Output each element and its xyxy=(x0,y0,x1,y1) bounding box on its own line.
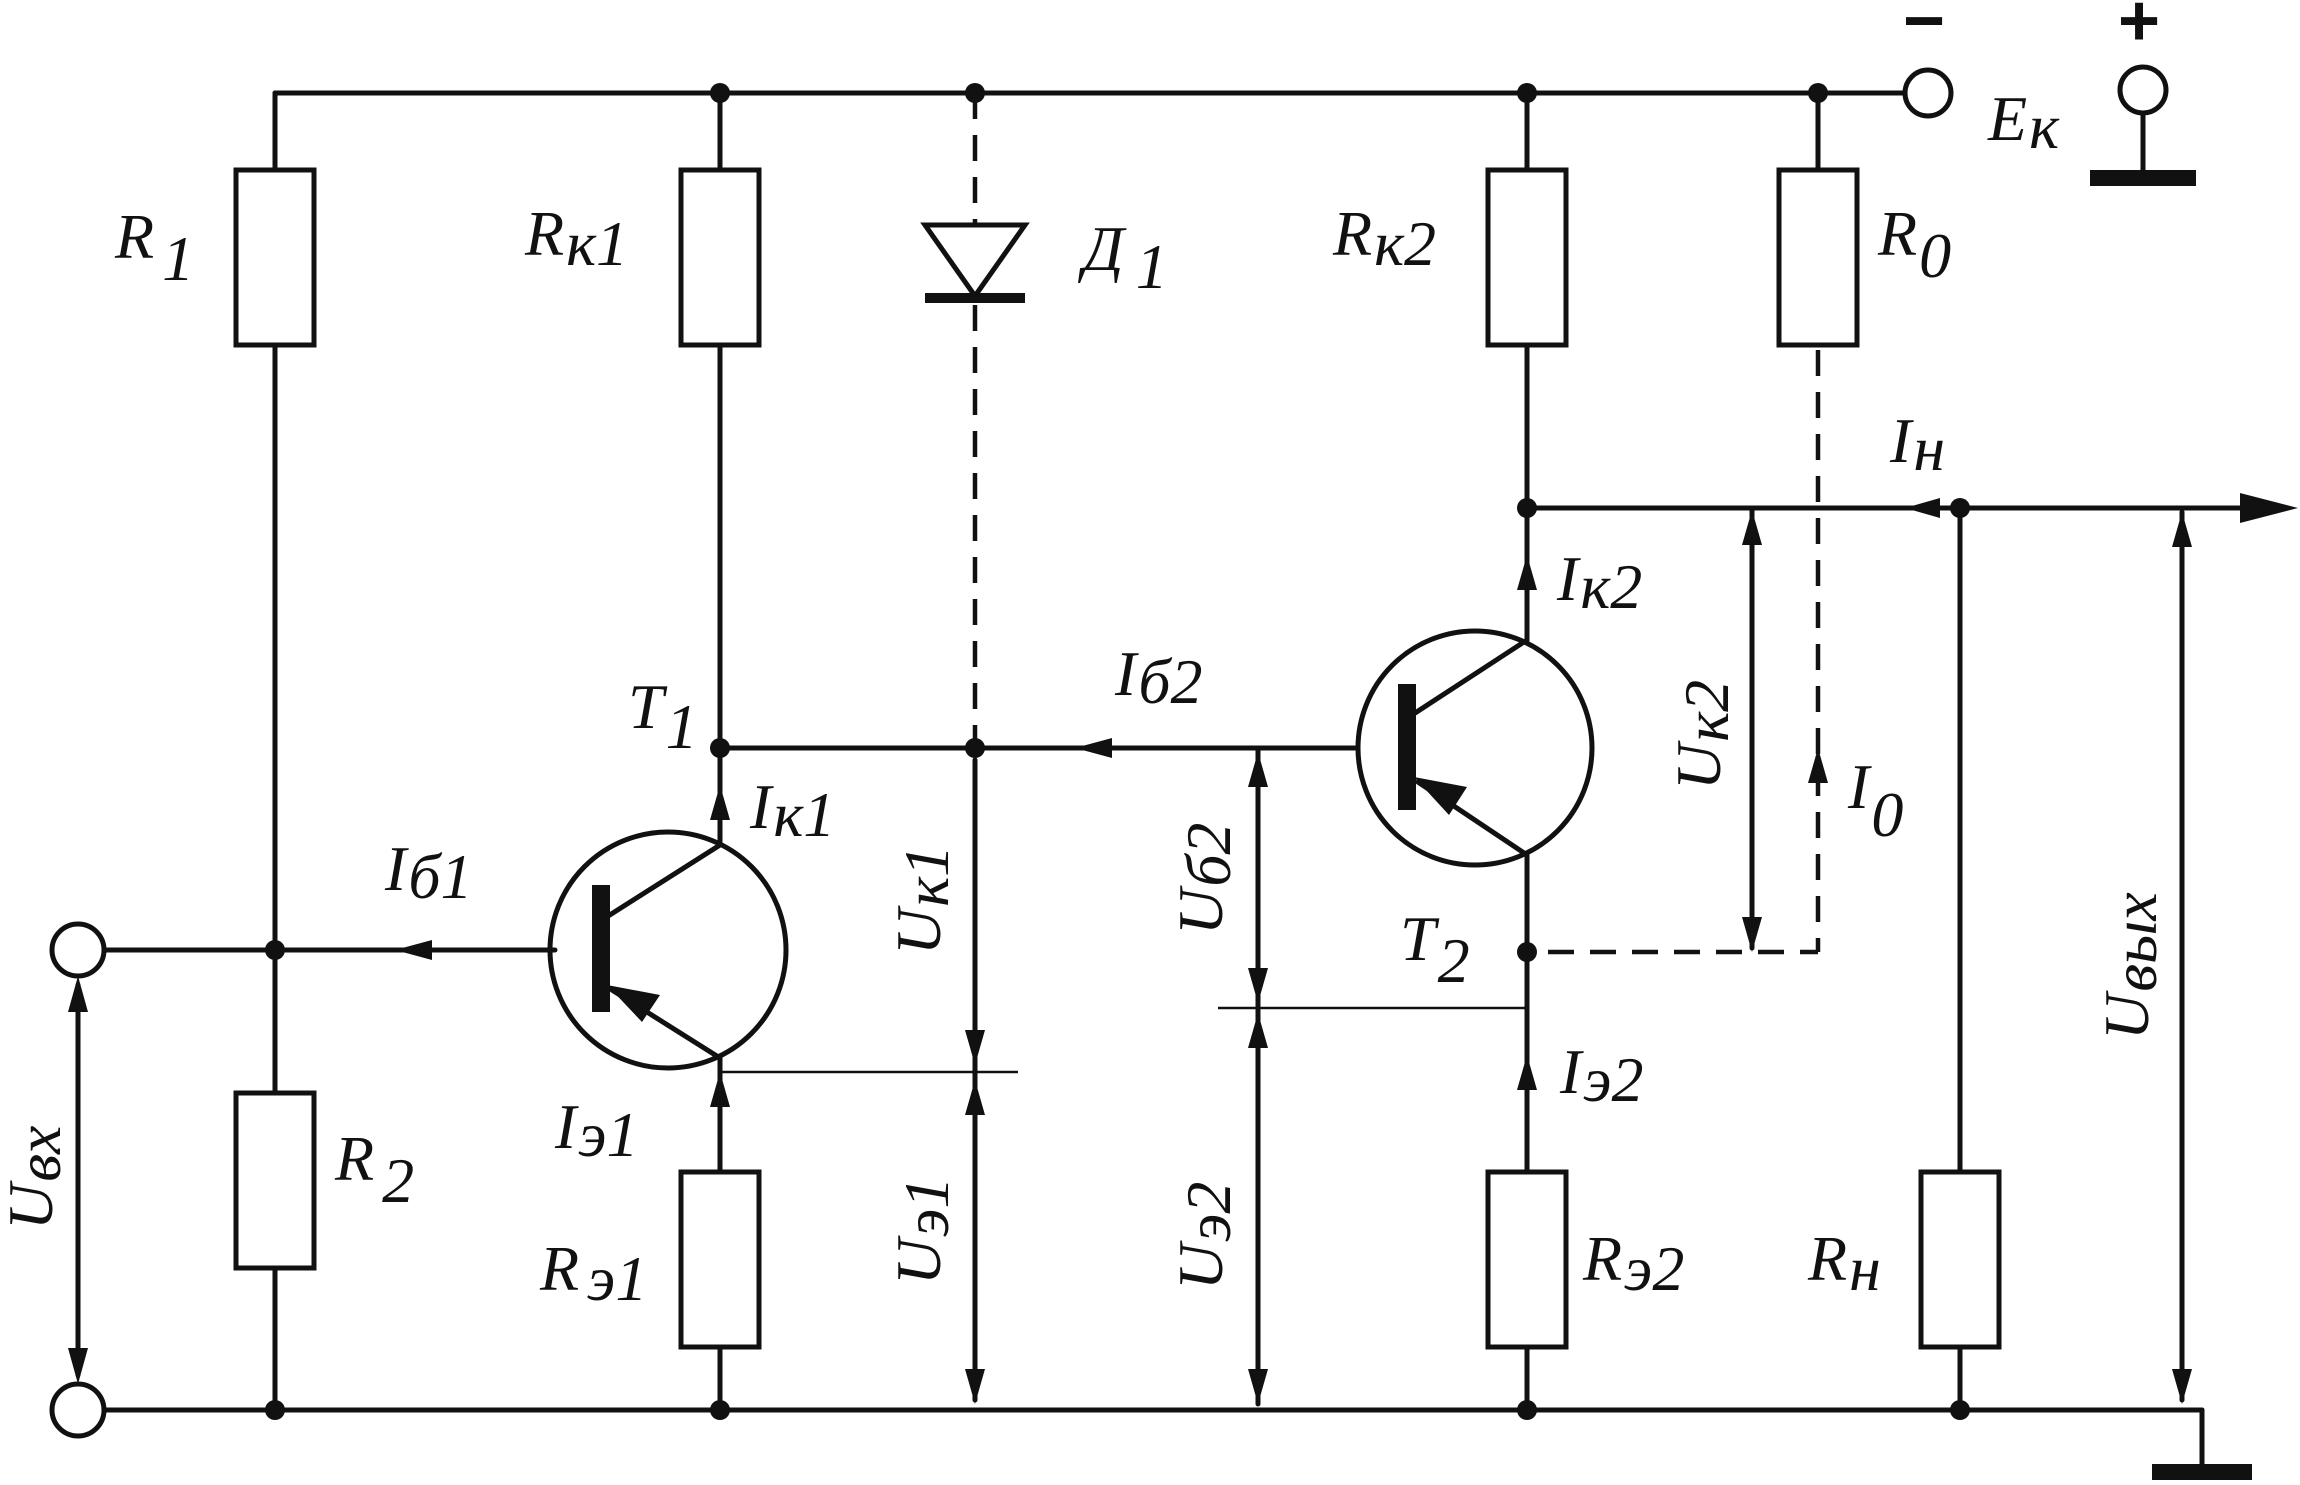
label-ue1: Uэ1 xyxy=(883,1177,962,1285)
label-ib1: Iб1 xyxy=(384,833,473,912)
resistor-re2 xyxy=(1485,1169,1569,1350)
bottom-rail xyxy=(102,1407,2252,1480)
label-uk2: Uк2 xyxy=(1663,680,1742,790)
resistor-r1 xyxy=(233,167,317,348)
input-branch xyxy=(49,921,558,1439)
label-ek: Eк xyxy=(1987,83,2060,162)
ik2-arrow xyxy=(1517,555,1537,590)
resistor-rn xyxy=(1918,1169,2002,1350)
label-t2: T2 xyxy=(1400,903,1470,996)
minus-sign: − xyxy=(1903,0,1945,61)
label-re2: Rэ2 xyxy=(1582,1223,1684,1304)
plus-sign: + xyxy=(2118,0,2160,61)
t1-stage xyxy=(547,90,1358,1413)
transistor-t1 xyxy=(547,829,789,1071)
uk2-measure xyxy=(1742,507,1762,952)
transistor-t2 xyxy=(1355,628,1595,868)
junctions xyxy=(265,83,1970,1420)
t2-emitter-arrow xyxy=(1414,777,1467,815)
r0-branch xyxy=(1548,90,1860,955)
label-ib2: Iб2 xyxy=(1114,638,1203,717)
label-uvx: Uвх xyxy=(0,1126,74,1230)
divider-branch xyxy=(233,90,317,1413)
ub2-ue2-measure xyxy=(1218,745,1527,1407)
uk1-ue1-measure xyxy=(965,757,985,1404)
ib1-arrow xyxy=(395,940,432,960)
label-t1: T1 xyxy=(628,671,698,762)
i0-arrow xyxy=(1808,748,1828,783)
label-ik2: Iк2 xyxy=(1556,543,1642,622)
t2-stage xyxy=(1355,90,1595,1413)
output-arrow xyxy=(2240,493,2298,523)
label-rn: Rн xyxy=(1807,1223,1881,1304)
uvx-arrow-down xyxy=(68,1348,88,1384)
supply-terminal-plus xyxy=(2090,64,2196,186)
output-branch xyxy=(1524,493,2298,1413)
ik1-arrow xyxy=(710,785,730,820)
resistor-rk2 xyxy=(1485,167,1569,348)
label-ik1: Iк1 xyxy=(749,771,835,850)
ie1-arrow xyxy=(710,1072,730,1107)
diode-d1 xyxy=(920,222,1030,301)
uvx-arrow-up xyxy=(68,976,88,1012)
label-rk1: Rк1 xyxy=(524,198,628,279)
in-arrow xyxy=(1905,498,1940,518)
label-ub2: Uб2 xyxy=(1165,823,1244,935)
diode-branch xyxy=(920,93,1030,748)
resistor-r0 xyxy=(1776,167,1860,348)
label-uk1: Uк1 xyxy=(883,845,962,955)
label-ie1: Iэ1 xyxy=(554,1091,639,1170)
resistor-r2 xyxy=(233,1090,317,1271)
ib2-arrow xyxy=(1075,738,1112,758)
input-terminal-top xyxy=(49,921,107,979)
label-rk2: Rк2 xyxy=(1332,198,1436,279)
resistor-rk1 xyxy=(678,167,762,348)
label-in: Iн xyxy=(1889,405,1945,484)
label-uvyx: Uвых xyxy=(2091,892,2170,1040)
label-r0: R0 xyxy=(1877,198,1951,291)
supply-terminal-minus xyxy=(1902,67,1954,119)
label-i0: I0 xyxy=(1847,751,1903,850)
ie2-arrow xyxy=(1517,1055,1537,1090)
label-ie2: Iэ2 xyxy=(1559,1036,1644,1115)
t1-emitter-arrow xyxy=(607,985,660,1022)
input-terminal-bottom xyxy=(49,1381,107,1439)
label-ue2: Uэ2 xyxy=(1165,1182,1244,1290)
resistor-re1 xyxy=(678,1169,762,1350)
